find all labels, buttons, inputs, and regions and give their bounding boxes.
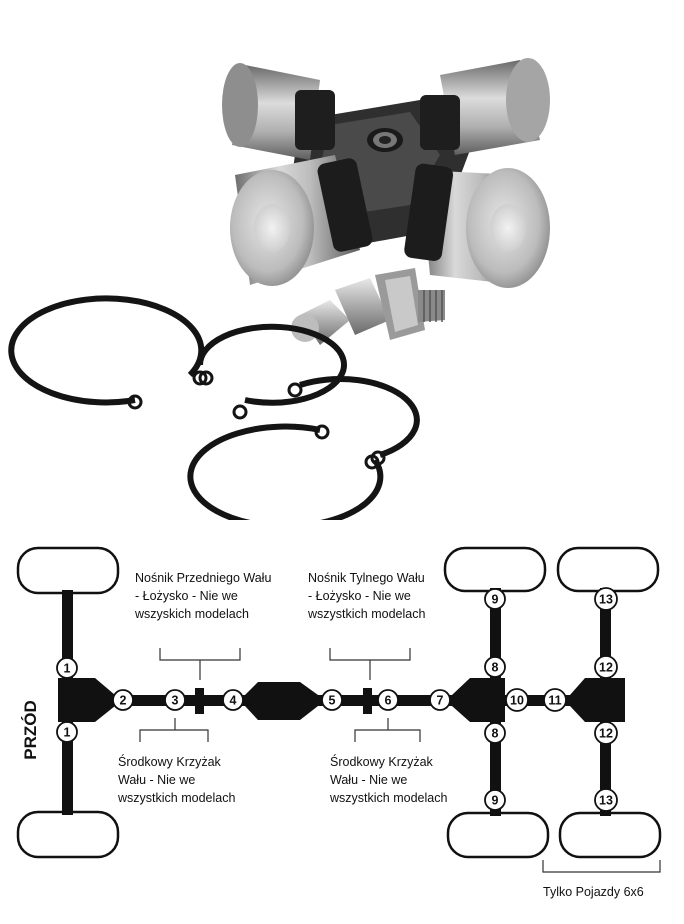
wheel-mid-right	[446, 811, 550, 859]
joint-number: 10	[510, 694, 524, 708]
joint-number: 4	[230, 694, 237, 708]
joint-marker: 10	[505, 688, 529, 712]
note-line: - Łożysko - Nie we	[135, 589, 238, 603]
joint-marker: 5	[321, 689, 343, 711]
note-line: - Łożysko - Nie we	[308, 589, 411, 603]
bearing-cap-front-right	[404, 163, 550, 288]
front-shaft-bearing	[195, 688, 204, 714]
main-shaft	[95, 695, 615, 706]
joint-number: 2	[120, 694, 127, 708]
bearing-cap-front-left	[230, 155, 373, 286]
joint-marker: 12	[594, 655, 618, 679]
note-line: Nośnik Przedniego Wału	[135, 571, 271, 585]
note-rear-bearing: Nośnik Tylnego Wału - Łożysko - Nie we w…	[307, 571, 425, 621]
joint-marker: 6	[377, 689, 399, 711]
joint-number: 7	[437, 694, 444, 708]
joint-marker: 8	[484, 722, 506, 744]
note-6x6-only: Tylko Pojazdy 6x6	[543, 885, 644, 899]
note-brackets	[139, 648, 661, 873]
note-line: Nośnik Tylnego Wału	[308, 571, 425, 585]
note-line: Środkowy Krzyżak	[118, 754, 222, 769]
joint-marker: 7	[429, 689, 451, 711]
joint-marker: 4	[222, 689, 244, 711]
retaining-ring	[287, 376, 420, 466]
joint-marker: 1	[56, 721, 78, 743]
wheel-rear-left	[556, 546, 660, 593]
bearing-cap-back-left	[222, 63, 335, 160]
wheel-mid-left	[443, 546, 547, 593]
joint-number: 8	[492, 661, 499, 675]
joint-number: 9	[492, 593, 499, 607]
joint-marker: 8	[484, 656, 506, 678]
joint-marker: 11	[543, 688, 567, 712]
transfer-case	[245, 682, 318, 720]
bearing-cap-back-right	[420, 58, 550, 155]
front-side-label: PRZÓD	[21, 700, 40, 760]
joint-marker: 9	[484, 588, 506, 610]
rear-differential	[570, 678, 625, 722]
joint-number: 12	[599, 727, 613, 741]
wheel-front-right	[16, 810, 120, 859]
note-line: wszyskich modelach	[134, 607, 249, 621]
note-center-joint-front: Środkowy Krzyżak Wału - Nie we wszystkic…	[117, 754, 235, 805]
joint-number: 11	[548, 694, 561, 708]
joint-marker: 9	[484, 789, 506, 811]
mid-differential	[452, 678, 505, 722]
wheels	[16, 546, 662, 859]
joint-number: 3	[172, 694, 179, 708]
joint-number: 8	[492, 727, 499, 741]
note-line: Środkowy Krzyżak	[330, 754, 434, 769]
note-line: wszystkich modelach	[117, 791, 235, 805]
joint-number: 5	[329, 694, 336, 708]
joint-number: 13	[599, 794, 613, 808]
drivetrain-shafts	[58, 588, 625, 816]
joint-number: 1	[64, 726, 71, 740]
note-line: Wału - Nie we	[118, 773, 195, 787]
rear-shaft-bearing	[363, 688, 372, 714]
joint-number: 13	[599, 593, 613, 607]
joint-marker: 3	[164, 689, 186, 711]
note-line: wszystkich modelach	[329, 791, 447, 805]
wheel-front-left	[16, 546, 120, 595]
note-front-bearing: Nośnik Przedniego Wału - Łożysko - Nie w…	[134, 571, 271, 621]
note-line: Wału - Nie we	[330, 773, 407, 787]
cross-joint	[222, 58, 550, 288]
retaining-ring	[196, 323, 347, 420]
note-line: wszystkich modelach	[307, 607, 425, 621]
joint-markers: 1 1 2 3 4 5 6 7 8 8 9 9 10 11 12 12 13 1…	[56, 587, 618, 812]
retaining-ring	[8, 295, 208, 410]
joint-marker: 12	[594, 721, 618, 745]
drivetrain-diagram: PRZÓD Noś	[16, 546, 662, 899]
joint-marker: 13	[594, 587, 618, 611]
joint-marker: 1	[56, 657, 78, 679]
retaining-ring	[187, 423, 384, 520]
product-photo	[8, 58, 550, 520]
joint-number: 9	[492, 794, 499, 808]
joint-marker: 2	[112, 689, 134, 711]
joint-number: 1	[64, 662, 71, 676]
joint-marker: 13	[594, 788, 618, 812]
joint-number: 12	[599, 661, 613, 675]
joint-number: 6	[385, 694, 392, 708]
front-differential	[58, 678, 115, 722]
note-center-joint-rear: Środkowy Krzyżak Wału - Nie we wszystkic…	[329, 754, 447, 805]
wheel-rear-right	[558, 811, 662, 859]
